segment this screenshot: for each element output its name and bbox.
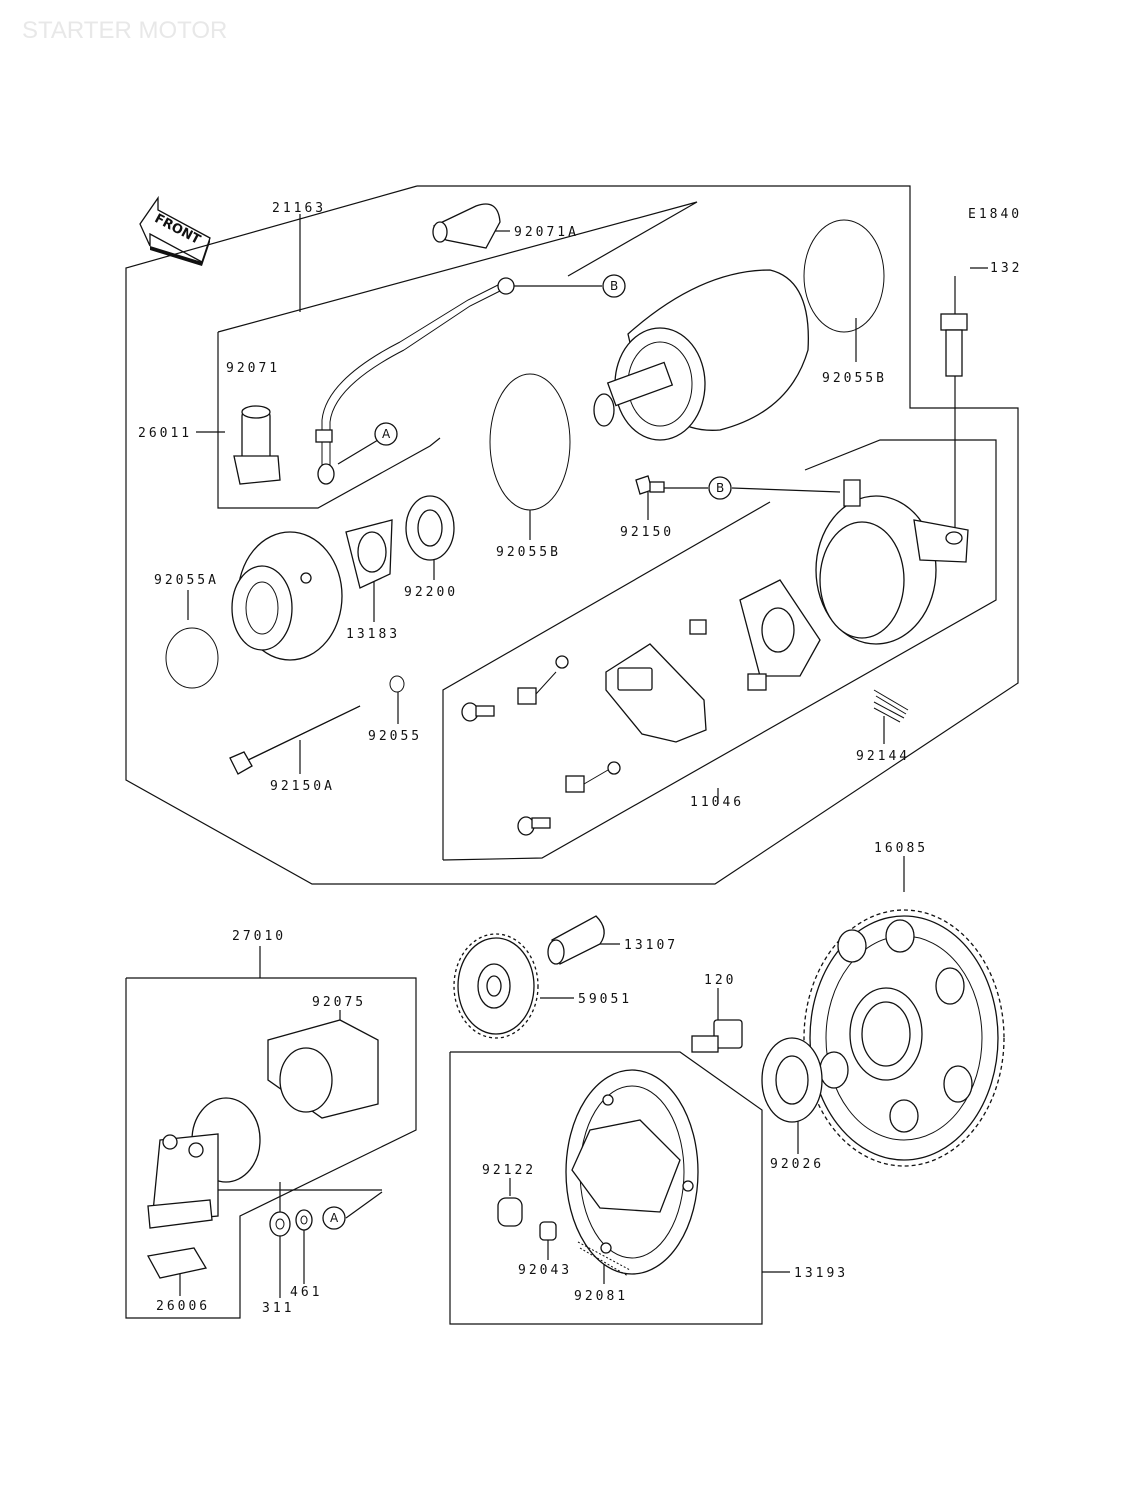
label-92081: 92081	[574, 1289, 628, 1304]
ref-circle-b-mid: B	[708, 476, 732, 500]
o-ring-92055B-mid	[489, 373, 571, 511]
label-120: 120	[704, 973, 736, 988]
starter-cable	[315, 277, 515, 485]
label-27010: 27010	[232, 929, 286, 944]
o-ring-92055B-top	[803, 219, 885, 333]
diagram-code: E1840	[968, 207, 1022, 222]
label-461: 461	[290, 1285, 322, 1300]
label-92043: 92043	[518, 1263, 572, 1278]
plunger-92043	[539, 1221, 557, 1241]
label-92071A: 92071A	[514, 225, 579, 240]
brushes	[517, 655, 621, 793]
ref-circle-a-top: A	[374, 422, 398, 446]
svg-text:A: A	[330, 1211, 339, 1225]
bolt-120	[691, 1019, 743, 1053]
roller-92122	[497, 1197, 523, 1227]
label-92026: 92026	[770, 1157, 824, 1172]
shaft-13107	[547, 915, 605, 965]
label-59051: 59051	[578, 992, 632, 1007]
ref-circle-a-bottom: A	[322, 1206, 346, 1230]
label-13107: 13107	[624, 938, 678, 953]
page-title: STARTER MOTOR	[22, 17, 227, 44]
label-92122: 92122	[482, 1163, 536, 1178]
label-92055: 92055	[368, 729, 422, 744]
label-92150A: 92150A	[270, 779, 335, 794]
relay-cover-92075	[267, 1019, 379, 1119]
washer-92200	[405, 495, 455, 561]
lock-washer-13183	[345, 519, 393, 589]
front-direction-arrow-icon: FRONT	[139, 195, 211, 266]
label-16085: 16085	[874, 841, 928, 856]
label-26006: 26006	[156, 1299, 210, 1314]
label-13183: 13183	[346, 627, 400, 642]
assembly-outline-26011	[217, 201, 698, 509]
label-92055A: 92055A	[154, 573, 219, 588]
terminal-cap-92071A	[432, 203, 501, 249]
screws	[461, 702, 551, 836]
small-bolt-92150	[635, 475, 665, 495]
label-92200: 92200	[404, 585, 458, 600]
label-311: 311	[262, 1301, 294, 1316]
label-92055B-top: 92055B	[822, 371, 887, 386]
bolt-132	[940, 313, 968, 377]
label-92150: 92150	[620, 525, 674, 540]
assembly-outline-11046	[442, 439, 997, 861]
svg-text:A: A	[382, 427, 391, 441]
assembly-outline-21163	[125, 185, 1019, 885]
brush-holder	[689, 579, 821, 691]
label-92071: 92071	[226, 361, 280, 376]
cable-boot-92071	[233, 405, 281, 485]
front-cover	[231, 531, 343, 661]
idle-gear-59051	[453, 933, 539, 1039]
motor-yoke	[593, 269, 809, 441]
label-92075: 92075	[312, 995, 366, 1010]
label-92055B-mid: 92055B	[496, 545, 561, 560]
svg-text:B: B	[610, 279, 618, 293]
label-21163: 21163	[272, 201, 326, 216]
label-92144: 92144	[856, 749, 910, 764]
ref-circle-b-top: B	[602, 274, 626, 298]
o-ring-92055	[389, 675, 405, 693]
washer-92026	[761, 1037, 823, 1123]
label-132: 132	[990, 261, 1022, 276]
starter-clutch-gear-16085	[803, 909, 1005, 1167]
label-11046: 11046	[690, 795, 744, 810]
label-13193: 13193	[794, 1266, 848, 1281]
assembly-outline-27010	[125, 977, 417, 1319]
nut-311	[269, 1211, 291, 1237]
brush-plate	[605, 643, 707, 743]
rear-end-cover	[815, 479, 969, 645]
assembly-outline-13193	[449, 1051, 763, 1325]
spring-92144	[873, 689, 909, 723]
starter-relay	[147, 1097, 261, 1229]
o-ring-92055A	[165, 627, 219, 689]
washer-461	[295, 1209, 313, 1231]
starter-clutch-13193	[565, 1069, 699, 1275]
fuse-26006	[146, 1247, 208, 1279]
svg-text:B: B	[716, 481, 724, 495]
label-26011: 26011	[138, 426, 192, 441]
spring-92081	[577, 1241, 631, 1277]
long-bolt-92150A	[229, 705, 361, 775]
